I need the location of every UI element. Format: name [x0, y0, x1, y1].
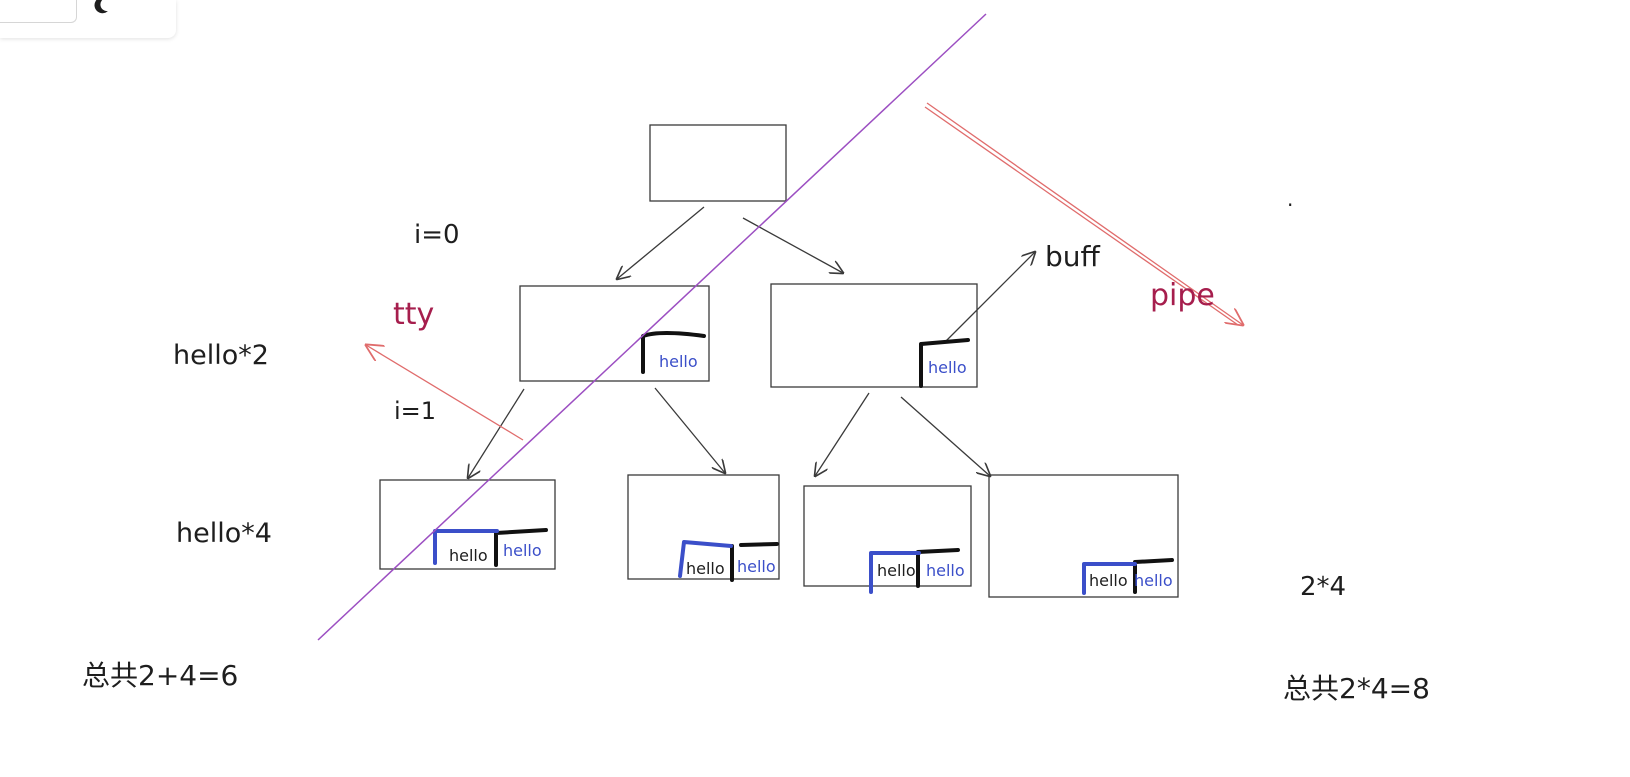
buffer-bracket [739, 542, 779, 547]
arrow-root-to-left [617, 206, 705, 279]
process-box-root [649, 124, 787, 202]
process-box-level2-2 [627, 474, 780, 580]
label-total-left: 总共2+4=6 [82, 659, 238, 692]
buffer-text-black: hello [1089, 571, 1128, 590]
buffer-text-blue: hello [737, 557, 776, 576]
buffer-bracket [919, 338, 970, 388]
buffer-bracket [678, 540, 733, 578]
label-hello-x2: hello*2 [173, 340, 269, 371]
label-total-right: 总共2*4=8 [1283, 672, 1430, 705]
arrow-root-to-right [742, 217, 843, 273]
label-i1: i=1 [394, 397, 436, 425]
arrow-left-to-child2 [654, 387, 725, 473]
label-two-times-four: 2*4 [1300, 572, 1346, 602]
arrow-pipe-double [924, 106, 1239, 326]
toolbar-field[interactable] [0, 0, 77, 23]
buffer-bracket [1082, 562, 1137, 595]
buffer-text-black: hello [877, 561, 916, 580]
buffer-labels: hello hello hello hello hello hello hell… [449, 352, 1173, 590]
label-hello-x4: hello*4 [176, 518, 272, 549]
process-box-level1-right [770, 283, 978, 388]
arrow-right-to-child4 [900, 396, 990, 476]
process-boxes [379, 124, 1179, 598]
fork-arrows [468, 206, 1035, 478]
process-box-level1-left [519, 285, 710, 382]
buffer-brackets-black [494, 331, 1174, 594]
label-i0: i=0 [414, 220, 460, 250]
buffer-text-blue: hello [926, 561, 965, 580]
arrow-right-to-child3 [815, 392, 870, 476]
arrow-left-to-child1 [468, 388, 525, 478]
moon-icon[interactable] [92, 0, 112, 16]
buffer-text-blue: hello [1134, 571, 1173, 590]
red-labels: tty pipe [393, 278, 1215, 332]
buffer-text-black: hello [449, 546, 488, 565]
buffer-text-blue: hello [928, 358, 967, 377]
label-dot: . [1287, 187, 1293, 211]
buffer-text-blue: hello [503, 541, 542, 560]
label-pipe: pipe [1150, 278, 1215, 313]
divider-line [317, 13, 987, 641]
label-buff: buff [1045, 240, 1101, 273]
arrow-tty [366, 345, 524, 441]
label-tty: tty [393, 297, 434, 332]
toolbar [0, 0, 176, 38]
buffer-text-blue: hello [659, 352, 698, 371]
buffer-text-black: hello [686, 559, 725, 578]
arrow-pipe [926, 102, 1243, 325]
arrow-buffer-to-buff [943, 252, 1035, 344]
buffer-bracket [869, 551, 921, 594]
red-arrows [366, 102, 1243, 441]
text-labels: i=0 i=1 hello*2 hello*4 buff 2*4 . 总共2+4… [82, 187, 1430, 705]
process-box-level2-4 [988, 474, 1179, 598]
process-box-level2-3 [803, 485, 972, 587]
